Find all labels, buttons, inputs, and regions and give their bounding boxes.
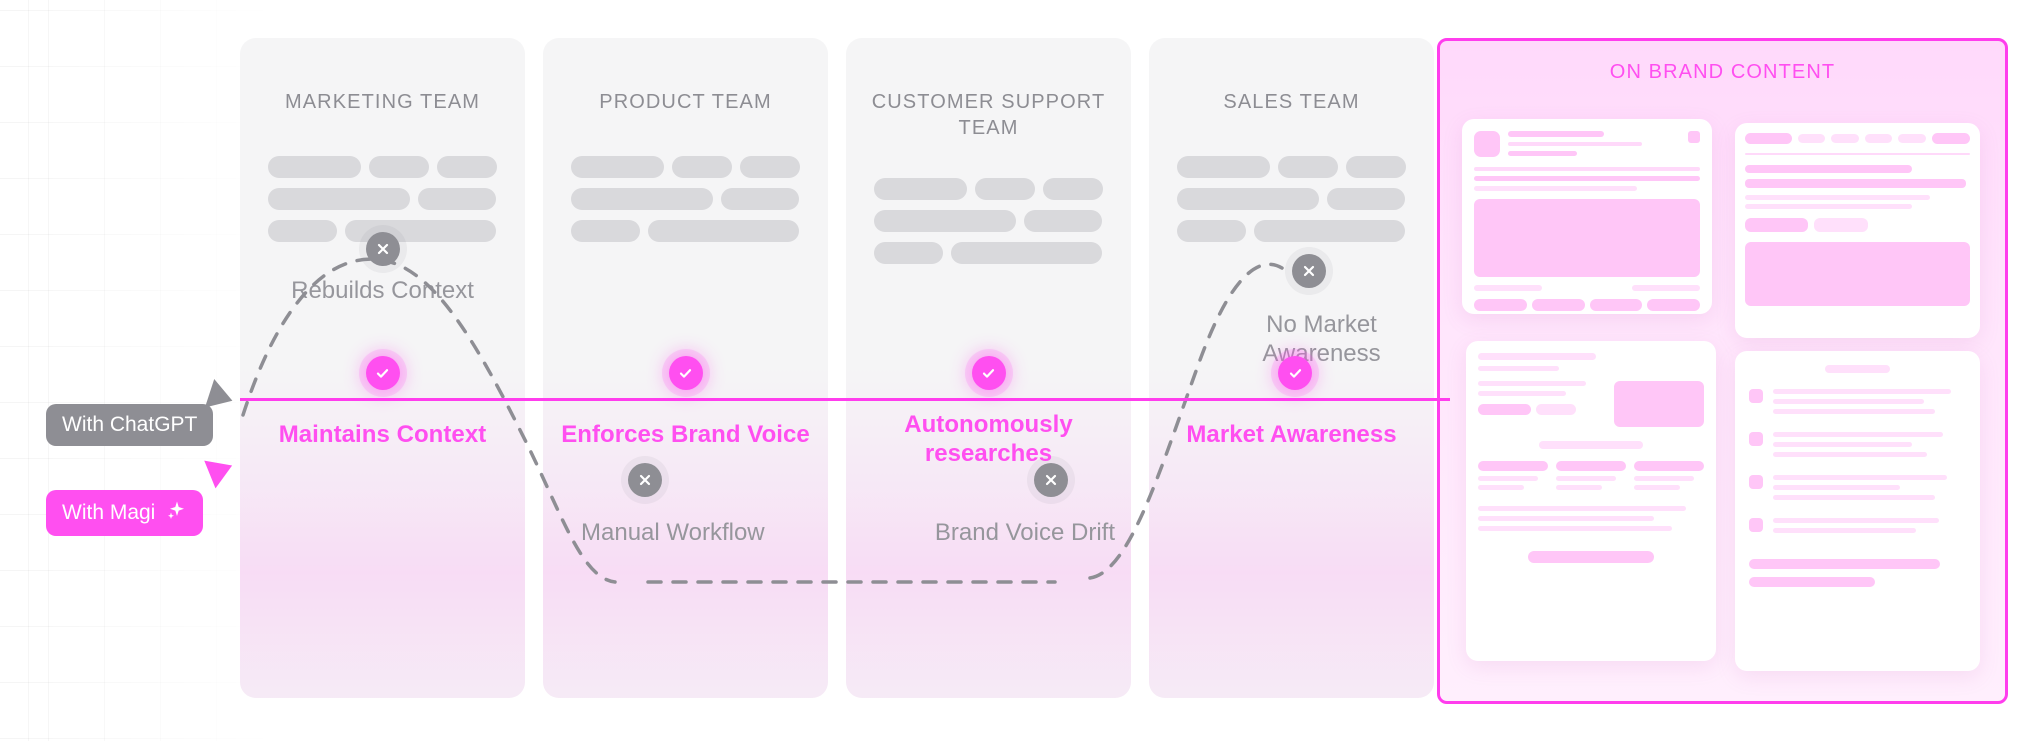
legend-magi-label: With Magi bbox=[62, 501, 156, 524]
team-columns: MARKETING TEAM Rebuilds Context Maintain… bbox=[240, 38, 1434, 698]
skeleton-placeholder bbox=[874, 178, 1103, 264]
brand-mockup-card bbox=[1466, 341, 1716, 661]
negative-label: Brand Voice Drift bbox=[934, 519, 1115, 546]
column-header: PRODUCT TEAM bbox=[599, 91, 772, 113]
check-icon bbox=[971, 356, 1006, 390]
negative-label: No Market Awareness bbox=[1262, 311, 1381, 368]
negative-label: Manual Workflow bbox=[581, 519, 765, 546]
check-icon bbox=[668, 356, 703, 390]
column-sales-team[interactable]: SALES TEAM No Market Awareness Market Aw… bbox=[1149, 38, 1434, 698]
positive-label: Autonomously researches bbox=[904, 411, 1073, 468]
brand-mockup-card bbox=[1462, 119, 1712, 314]
column-header: CUSTOMER SUPPORT TEAM bbox=[871, 91, 1106, 139]
pink-gradient-wash bbox=[240, 368, 525, 698]
pink-gradient-wash bbox=[1149, 368, 1434, 698]
column-customer-support-team[interactable]: CUSTOMER SUPPORT TEAM Autonomously resea… bbox=[846, 38, 1131, 698]
x-icon bbox=[1292, 254, 1326, 288]
x-icon bbox=[1034, 463, 1068, 497]
legend-with-magi[interactable]: With Magi bbox=[46, 490, 204, 536]
positive-label: Market Awareness bbox=[1186, 421, 1397, 448]
on-brand-content-title: ON BRAND CONTENT bbox=[1609, 61, 1836, 83]
column-product-team[interactable]: PRODUCT TEAM Enforces Brand Voice Manual… bbox=[543, 38, 828, 698]
legend-chatgpt-label: With ChatGPT bbox=[62, 413, 198, 436]
check-icon bbox=[1278, 356, 1312, 390]
sparkle-icon bbox=[165, 499, 187, 527]
column-header: SALES TEAM bbox=[1223, 91, 1360, 113]
legend-with-chatgpt[interactable]: With ChatGPT bbox=[46, 404, 214, 446]
x-icon bbox=[365, 232, 400, 266]
positive-label: Maintains Context bbox=[278, 421, 487, 448]
column-marketing-team[interactable]: MARKETING TEAM Rebuilds Context Maintain… bbox=[240, 38, 525, 698]
positive-label: Enforces Brand Voice bbox=[561, 421, 810, 448]
x-icon bbox=[628, 463, 662, 497]
negative-label: Rebuilds Context bbox=[291, 277, 474, 304]
on-brand-content-panel[interactable]: ON BRAND CONTENT bbox=[1437, 38, 2008, 704]
check-icon bbox=[365, 356, 400, 390]
skeleton-placeholder bbox=[571, 156, 800, 242]
brand-mockup-card bbox=[1735, 351, 1980, 671]
skeleton-placeholder bbox=[1177, 156, 1406, 242]
magi-pointer-arrow bbox=[204, 451, 238, 489]
brand-mockup-card bbox=[1735, 123, 1980, 338]
skeleton-placeholder bbox=[268, 156, 497, 242]
column-header: MARKETING TEAM bbox=[284, 91, 481, 113]
magi-baseline-divider bbox=[240, 398, 1450, 401]
